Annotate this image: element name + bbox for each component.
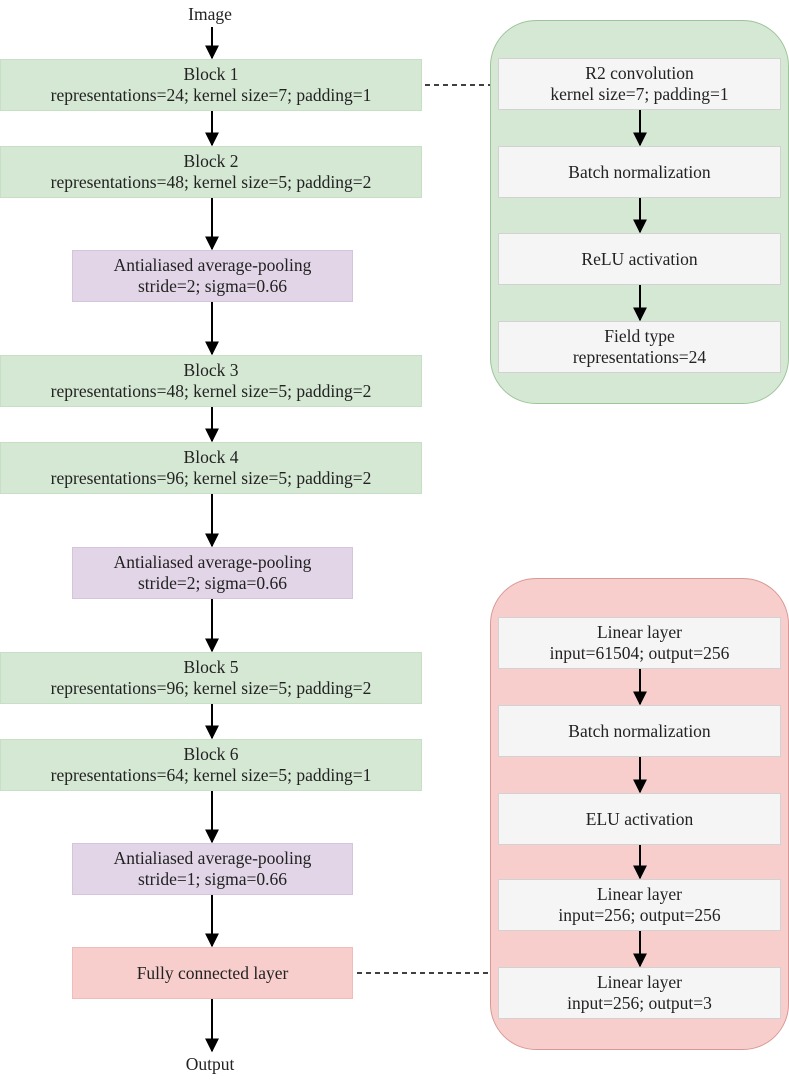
block-2: Block 2 representations=48; kernel size=… [0, 146, 422, 198]
linear-layer-3-title: Linear layer [596, 972, 682, 992]
elu-activation-title: ELU activation [585, 808, 694, 829]
linear-layer-3-detail: input=256; output=3 [567, 993, 712, 1013]
block-4: Block 4 representations=96; kernel size=… [0, 442, 422, 494]
pooling-2: Antialiased average-pooling stride=2; si… [72, 547, 353, 599]
block-4-title: Block 4 [183, 447, 239, 467]
linear-layer-1-detail: input=61504; output=256 [549, 643, 730, 663]
pooling-3-detail: stride=1; sigma=0.66 [137, 869, 288, 889]
block-5: Block 5 representations=96; kernel size=… [0, 652, 422, 704]
block-1-title: Block 1 [183, 64, 239, 84]
batch-normalization-step: Batch normalization [498, 146, 781, 198]
fc-batch-normalization-step: Batch normalization [498, 705, 781, 757]
field-type-step: Field type representations=24 [498, 321, 781, 373]
input-label: Image [188, 4, 232, 24]
r2-convolution-step: R2 convolution kernel size=7; padding=1 [498, 58, 781, 110]
linear-layer-2-step: Linear layer input=256; output=256 [498, 879, 781, 931]
linear-layer-2-detail: input=256; output=256 [558, 905, 721, 925]
linear-layer-1-title: Linear layer [596, 622, 682, 642]
relu-activation-title: ReLU activation [581, 248, 698, 269]
block-6-title: Block 6 [183, 744, 239, 764]
block-2-detail: representations=48; kernel size=5; paddi… [50, 172, 372, 192]
elu-activation-step: ELU activation [498, 793, 781, 845]
r2-convolution-detail: kernel size=7; padding=1 [550, 84, 729, 104]
block-1-detail: representations=24; kernel size=7; paddi… [50, 85, 372, 105]
linear-layer-2-title: Linear layer [596, 884, 682, 904]
pooling-1-detail: stride=2; sigma=0.66 [137, 276, 288, 296]
pooling-1: Antialiased average-pooling stride=2; si… [72, 250, 353, 302]
batch-normalization-title: Batch normalization [568, 161, 711, 182]
output-label: Output [185, 1054, 235, 1074]
field-type-title: Field type [604, 326, 675, 346]
linear-layer-3-step: Linear layer input=256; output=3 [498, 967, 781, 1019]
block-5-detail: representations=96; kernel size=5; paddi… [50, 678, 372, 698]
fully-connected-layer: Fully connected layer [72, 947, 353, 999]
block-3: Block 3 representations=48; kernel size=… [0, 355, 422, 407]
block-2-title: Block 2 [183, 151, 239, 171]
r2-convolution-title: R2 convolution [585, 63, 694, 83]
relu-activation-step: ReLU activation [498, 233, 781, 285]
pooling-2-title: Antialiased average-pooling [113, 552, 312, 572]
fully-connected-title: Fully connected layer [136, 962, 289, 983]
block-5-title: Block 5 [183, 657, 239, 677]
fc-batch-normalization-title: Batch normalization [568, 720, 711, 741]
linear-layer-1-step: Linear layer input=61504; output=256 [498, 617, 781, 669]
pooling-3-title: Antialiased average-pooling [113, 848, 312, 868]
block-4-detail: representations=96; kernel size=5; paddi… [50, 468, 372, 488]
block-6-detail: representations=64; kernel size=5; paddi… [50, 765, 372, 785]
pooling-2-detail: stride=2; sigma=0.66 [137, 573, 288, 593]
block-3-title: Block 3 [183, 360, 239, 380]
pooling-1-title: Antialiased average-pooling [113, 255, 312, 275]
field-type-detail: representations=24 [572, 347, 707, 367]
block-3-detail: representations=48; kernel size=5; paddi… [50, 381, 372, 401]
pooling-3: Antialiased average-pooling stride=1; si… [72, 843, 353, 895]
block-1: Block 1 representations=24; kernel size=… [0, 59, 422, 111]
block-6: Block 6 representations=64; kernel size=… [0, 739, 422, 791]
